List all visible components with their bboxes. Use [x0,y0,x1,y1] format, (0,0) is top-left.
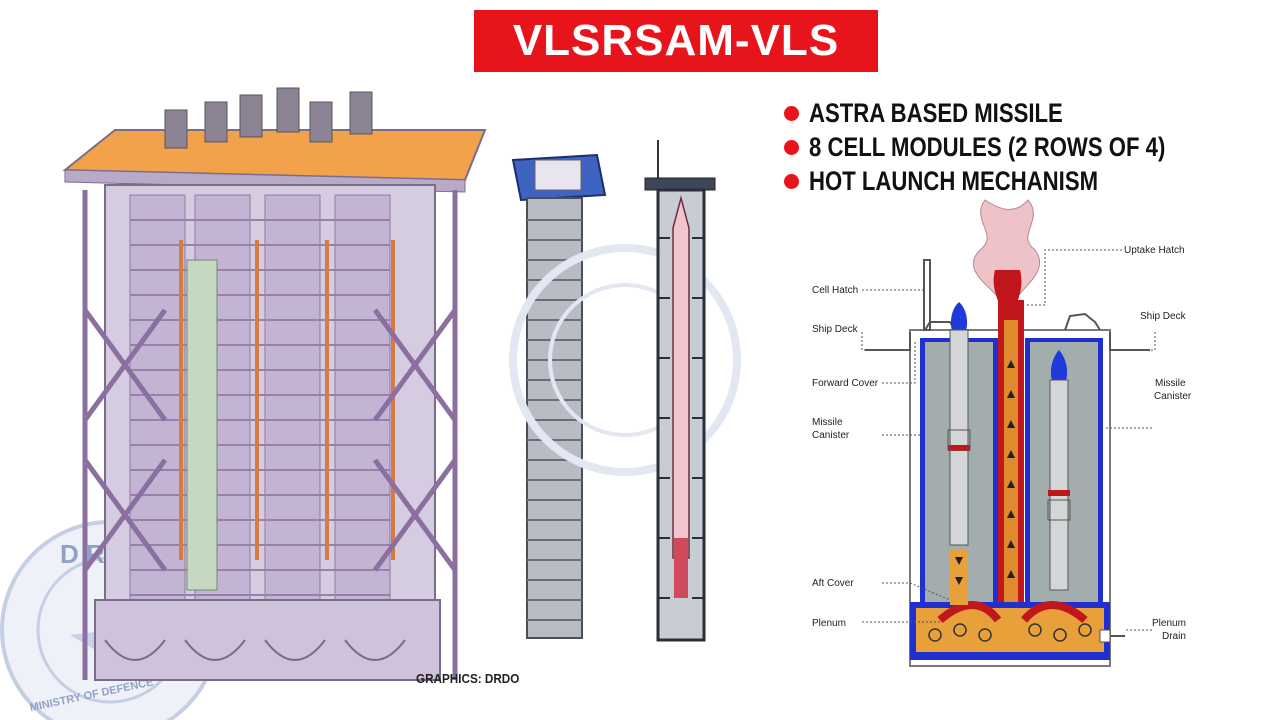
svg-text:Missile: Missile [812,417,843,428]
svg-text:Cell Hatch: Cell Hatch [812,285,858,296]
bullet-dot-icon [784,139,799,155]
svg-text:Plenum: Plenum [1152,618,1186,629]
svg-text:Ship Deck: Ship Deck [812,324,859,335]
canister-cutaway-illustration [644,140,716,642]
svg-text:Plenum: Plenum [812,618,846,629]
page-title: VLSRSAM-VLS [512,16,840,65]
svg-text:Canister: Canister [1154,391,1192,402]
feature-item: HOT LAUNCH MECHANISM [784,164,1244,198]
feature-item: ASTRA BASED MISSILE [784,96,1244,130]
title-banner: VLSRSAM-VLS [474,10,878,72]
svg-text:Ship Deck: Ship Deck [1140,311,1187,322]
svg-text:Aft Cover: Aft Cover [812,578,854,589]
feature-list: ASTRA BASED MISSILE 8 CELL MODULES (2 RO… [784,96,1244,198]
svg-text:Forward Cover: Forward Cover [812,378,879,389]
svg-text:Missile: Missile [1155,378,1186,389]
svg-text:Uptake Hatch: Uptake Hatch [1124,245,1185,256]
svg-text:Canister: Canister [812,430,850,441]
bullet-dot-icon [784,173,799,189]
hot-launch-diagram: Cell Hatch Ship Deck Forward Cover Missi… [812,199,1192,667]
graphics-credit: GRAPHICS: DRDO [416,671,520,686]
launcher-module-illustration [62,87,487,681]
svg-text:Drain: Drain [1162,631,1186,642]
feature-item: 8 CELL MODULES (2 ROWS OF 4) [784,130,1244,164]
bullet-dot-icon [784,105,799,121]
